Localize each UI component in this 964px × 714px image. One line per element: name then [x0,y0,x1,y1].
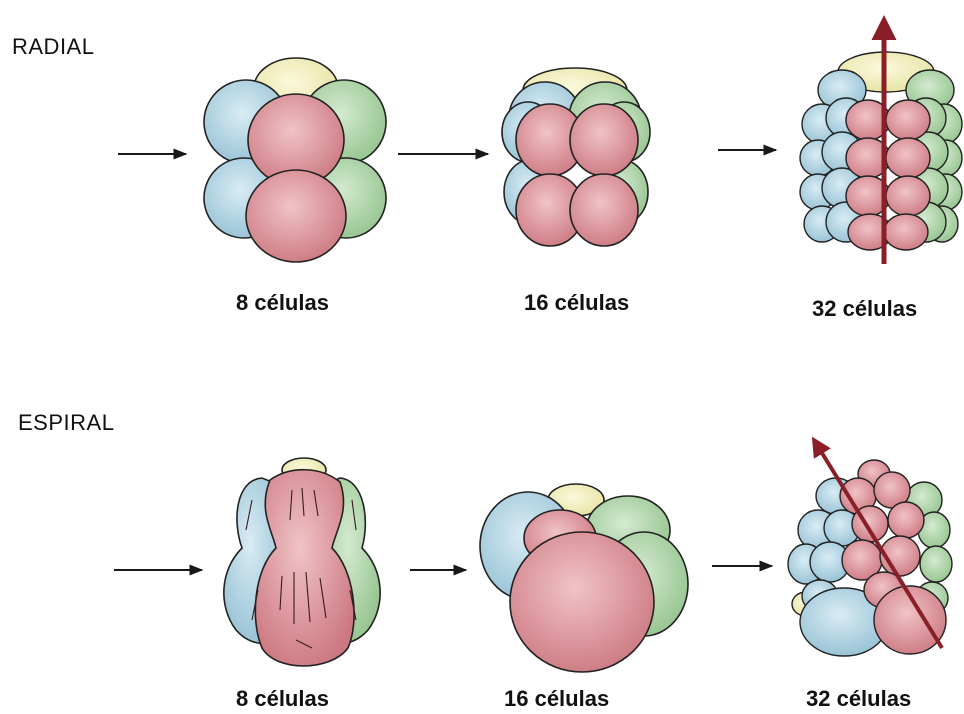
spiral-8-cell-embryo [224,458,380,666]
radial-8-cell-embryo [204,58,386,262]
radial-32-cell-embryo [800,52,962,250]
radial-16-cell-embryo [502,68,650,246]
spiral-16-cell-embryo [480,484,688,672]
